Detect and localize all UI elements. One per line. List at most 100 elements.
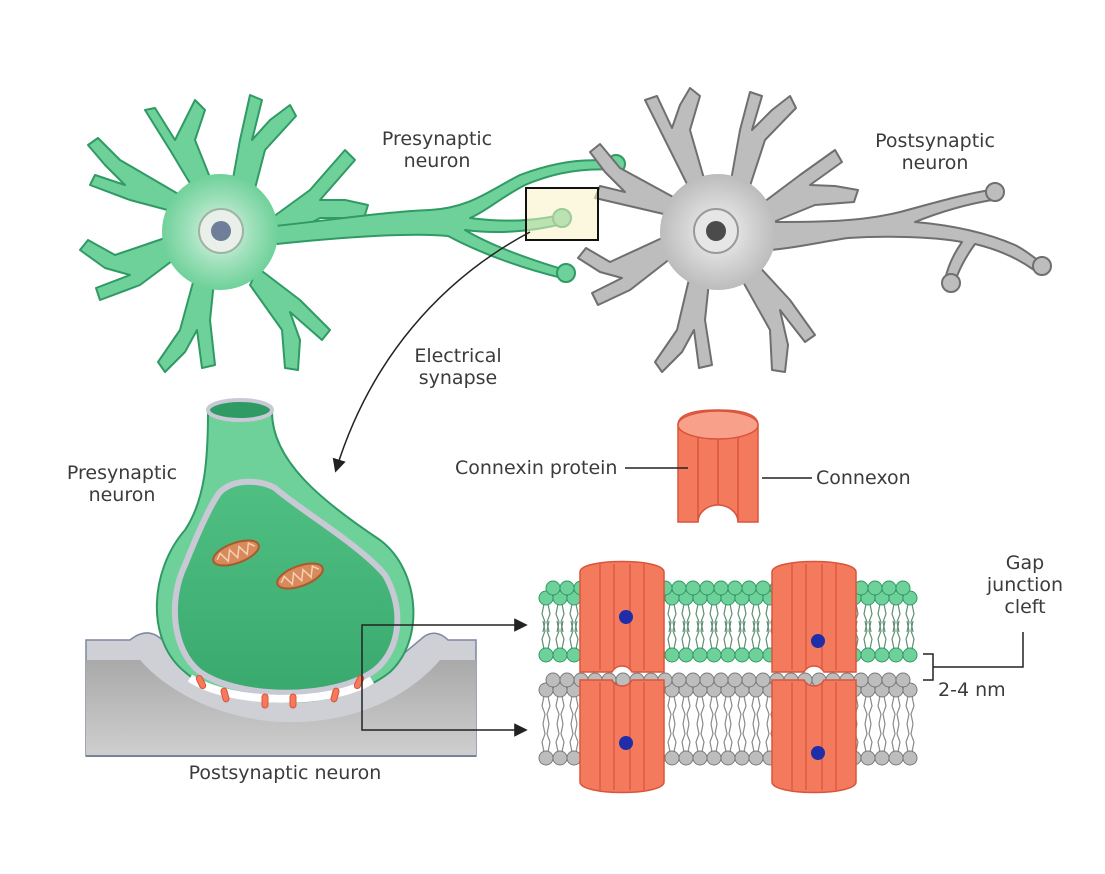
label-line: Gap [975, 552, 1075, 574]
lipid-head [693, 648, 707, 662]
lipid-head [749, 648, 763, 662]
lipid-head [735, 751, 749, 765]
lipid-head [672, 673, 686, 687]
gap-junction-cleft-label: Gap junction cleft [975, 552, 1075, 618]
label-line: synapse [398, 367, 518, 389]
lipid-tail [911, 724, 914, 752]
lipid-tail [864, 696, 867, 724]
lipid-head [875, 751, 889, 765]
connexin-protein-label: Connexin protein [455, 457, 617, 479]
lipid-tail [869, 724, 872, 752]
lipid-tail [878, 724, 881, 752]
lipid-tail [547, 724, 550, 752]
lipid-tail [883, 696, 886, 724]
lipid-head [686, 673, 700, 687]
lipid-head [861, 648, 875, 662]
lipid-tail [561, 724, 564, 752]
lipid-head [735, 648, 749, 662]
lipid-tail [897, 696, 900, 724]
lipid-tail [743, 696, 746, 724]
lipid-head [707, 751, 721, 765]
lipid-head [728, 581, 742, 595]
lipid-tail [570, 724, 573, 752]
lipid-tail [575, 696, 578, 724]
lipid-head [889, 648, 903, 662]
lipid-head [721, 648, 735, 662]
lipid-head [742, 581, 756, 595]
lipid-tail [738, 724, 741, 752]
lipid-head [553, 751, 567, 765]
presynaptic-terminal [157, 400, 414, 708]
ion-dot [811, 746, 825, 760]
label-line: neuron [855, 152, 1015, 174]
lipid-tail [729, 724, 732, 752]
label-line: junction [975, 574, 1075, 596]
gap-bracket [923, 632, 1023, 680]
lipid-head [714, 673, 728, 687]
lipid-tail [724, 696, 727, 724]
lipid-head [665, 648, 679, 662]
connexon-lower [772, 680, 856, 793]
lipid-head [861, 751, 875, 765]
lipid-head [567, 648, 581, 662]
label-line: neuron [362, 150, 512, 172]
lipid-tail [892, 724, 895, 752]
lipid-head [546, 581, 560, 595]
lipid-head [714, 581, 728, 595]
label-line: Presynaptic [52, 462, 192, 484]
label-line: cleft [975, 596, 1075, 618]
lipid-tail [696, 696, 699, 724]
lipid-head [560, 581, 574, 595]
lipid-tail [687, 724, 690, 752]
lipid-tail [668, 724, 671, 752]
lipid-tail [906, 724, 909, 752]
lipid-tail [715, 724, 718, 752]
lipid-head [903, 751, 917, 765]
lipid-tail [752, 696, 755, 724]
label-line: Presynaptic [362, 128, 512, 150]
lipid-tail [892, 696, 895, 724]
lipid-tail [883, 724, 886, 752]
lipid-head [903, 648, 917, 662]
lipid-head [756, 673, 770, 687]
label-line: Electrical [398, 345, 518, 367]
lipid-tail [906, 696, 909, 724]
lipid-head [686, 581, 700, 595]
lipid-tail [542, 696, 545, 724]
lipid-tail [696, 724, 699, 752]
lipid-head [539, 751, 553, 765]
lipid-head [679, 751, 693, 765]
lipid-tail [869, 696, 872, 724]
lipid-head [889, 751, 903, 765]
connexon-label: Connexon [816, 467, 911, 489]
lipid-tail [752, 724, 755, 752]
lipid-head [700, 673, 714, 687]
lipid-head [721, 751, 735, 765]
postsynaptic-neuron-label-top: Postsynaptic neuron [855, 130, 1015, 174]
lipid-head [896, 581, 910, 595]
lipid-head [882, 673, 896, 687]
lipid-head [868, 673, 882, 687]
gap-distance-label: 2-4 nm [938, 679, 1006, 701]
lipid-tail [878, 696, 881, 724]
lipid-head [882, 581, 896, 595]
lipid-tail [701, 724, 704, 752]
presynaptic-neuron-label-side: Presynaptic neuron [52, 462, 192, 506]
postsynaptic-neuron-label-bottom: Postsynaptic neuron [150, 762, 420, 784]
lipid-tail [724, 724, 727, 752]
lipid-head [728, 673, 742, 687]
lipid-head [560, 673, 574, 687]
ion-dot [811, 634, 825, 648]
connexon-lower [580, 680, 664, 793]
lipid-tail [575, 724, 578, 752]
lipid-tail [715, 696, 718, 724]
lipid-head [896, 673, 910, 687]
synapse-highlight-box [526, 188, 598, 240]
lipid-tail [757, 724, 760, 752]
lipid-tail [556, 696, 559, 724]
label-line: neuron [52, 484, 192, 506]
lipid-head [679, 648, 693, 662]
ion-dot [619, 610, 633, 624]
lipid-tail [864, 724, 867, 752]
label-line: Postsynaptic [855, 130, 1015, 152]
